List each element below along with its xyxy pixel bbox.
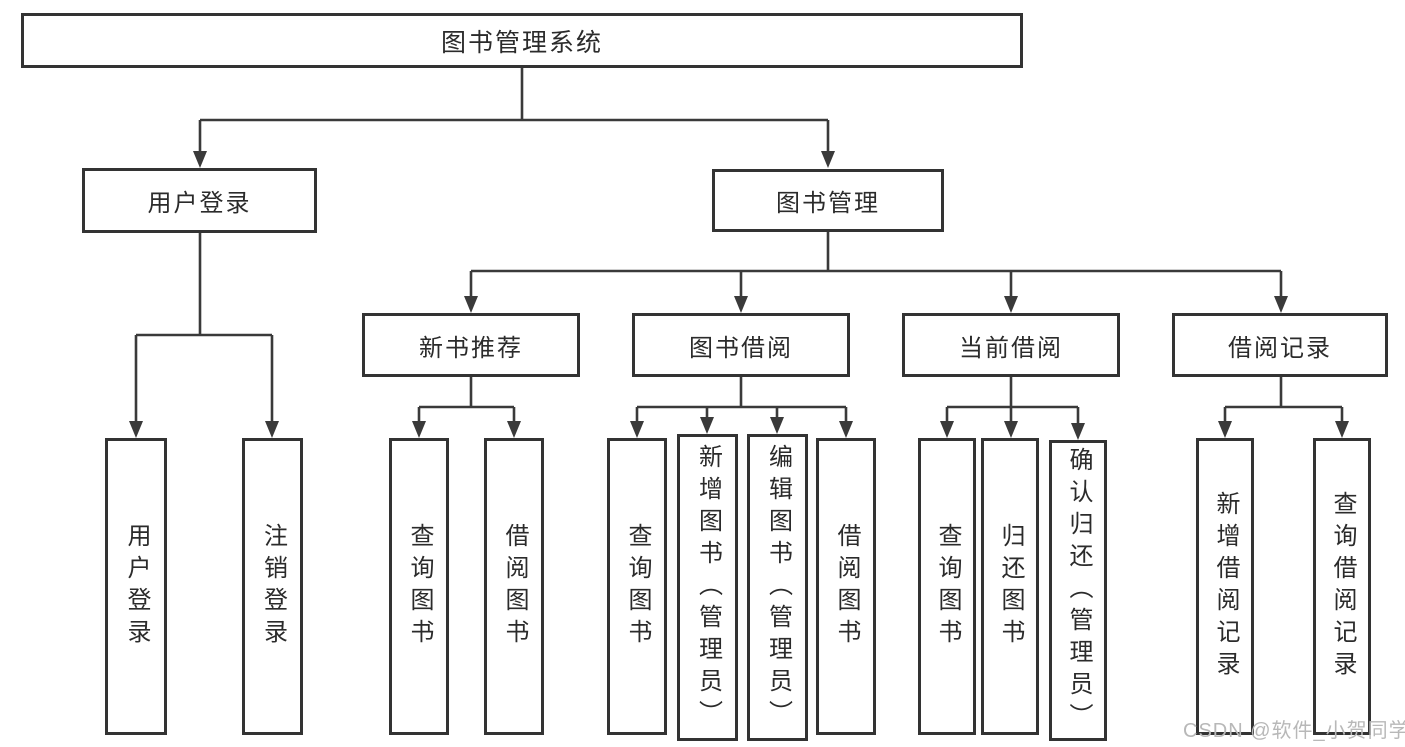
node-new-book-recommend: 新书推荐: [362, 313, 580, 377]
node-user-login-label: 用户登录: [147, 190, 252, 217]
node-leaf-bb-add-books-admin: 新增图书（管理员）: [677, 434, 738, 741]
edge-borrow-records-children: [1223, 377, 1344, 421]
node-leaf-br-add-record: 新增借阅记录: [1196, 438, 1254, 735]
node-leaf-br-add-record-label: 新增借阅记录: [1212, 490, 1239, 683]
node-leaf-user-login-label: 用户登录: [123, 522, 150, 651]
node-leaf-bb-borrow-books-label: 借阅图书: [833, 522, 860, 651]
node-leaf-nbr-borrow-books: 借阅图书: [484, 438, 544, 735]
node-leaf-cb-return-books: 归还图书: [981, 438, 1039, 735]
node-book-management-label: 图书管理: [776, 190, 880, 217]
node-current-borrow-label: 当前借阅: [959, 334, 1063, 362]
node-new-book-recommend-label: 新书推荐: [419, 334, 523, 362]
edge-book-borrow-children: [635, 377, 848, 421]
node-leaf-logout: 注销登录: [242, 438, 303, 735]
node-leaf-bb-add-books-admin-label: 新增图书（管理员）: [694, 443, 722, 732]
node-leaf-bb-query-books: 查询图书: [607, 438, 667, 735]
node-borrow-records: 借阅记录: [1172, 313, 1388, 377]
node-borrow-records-label: 借阅记录: [1228, 334, 1332, 362]
node-leaf-cb-return-books-label: 归还图书: [997, 522, 1024, 651]
node-leaf-cb-query-books: 查询图书: [918, 438, 976, 735]
node-leaf-bb-query-books-label: 查询图书: [624, 522, 651, 651]
node-leaf-bb-borrow-books: 借阅图书: [816, 438, 876, 735]
edge-user-login-children: [134, 233, 274, 421]
node-root: 图书管理系统: [21, 13, 1023, 68]
node-book-borrow: 图书借阅: [632, 313, 850, 377]
node-leaf-nbr-query-books-label: 查询图书: [406, 522, 433, 651]
node-root-label: 图书管理系统: [440, 28, 603, 57]
edge-root-to-level2: [198, 68, 830, 152]
node-book-borrow-label: 图书借阅: [689, 334, 793, 362]
node-leaf-bb-edit-books-admin: 编辑图书（管理员）: [747, 434, 808, 741]
node-leaf-nbr-query-books: 查询图书: [389, 438, 449, 735]
node-leaf-br-query-record-label: 查询借阅记录: [1329, 490, 1356, 683]
edge-current-borrow-children: [945, 377, 1080, 423]
node-leaf-cb-query-books-label: 查询图书: [934, 522, 961, 651]
node-leaf-cb-confirm-return-admin-label: 确认归还（管理员）: [1065, 446, 1092, 735]
node-leaf-cb-confirm-return-admin: 确认归还（管理员）: [1049, 440, 1107, 741]
node-current-borrow: 当前借阅: [902, 313, 1120, 377]
node-user-login: 用户登录: [82, 168, 317, 233]
edge-new-books-children: [417, 377, 516, 421]
node-book-management: 图书管理: [712, 169, 944, 232]
node-leaf-user-login: 用户登录: [105, 438, 167, 735]
node-leaf-br-query-record: 查询借阅记录: [1313, 438, 1371, 735]
node-leaf-nbr-borrow-books-label: 借阅图书: [501, 522, 528, 651]
edge-book-mgmt-children: [469, 232, 1283, 296]
node-leaf-logout-label: 注销登录: [259, 522, 287, 651]
node-leaf-bb-edit-books-admin-label: 编辑图书（管理员）: [764, 443, 792, 732]
